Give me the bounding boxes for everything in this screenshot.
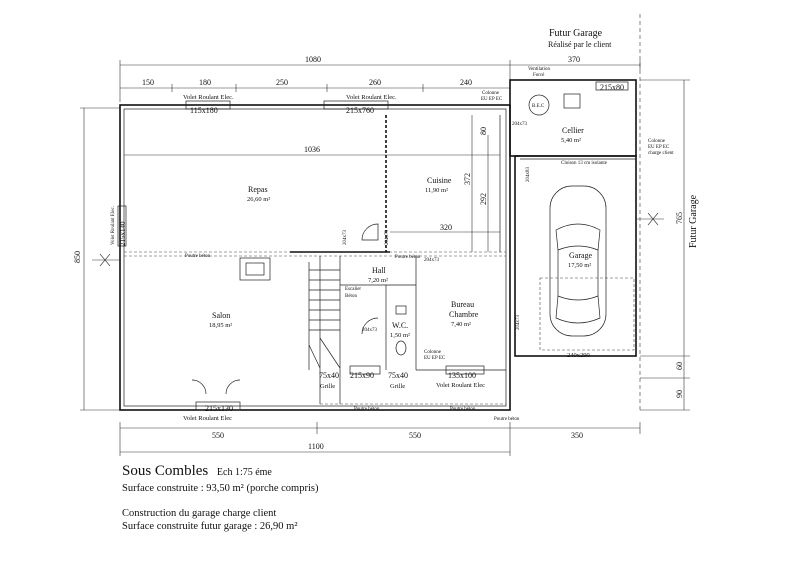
dim-top-seg-5: 240 [460,78,472,87]
footer-garage-note: Construction du garage charge client [122,508,277,519]
label-poutre-1: Poutre béton [185,254,211,259]
label-volet-2: Volet Roulant Elec. [346,94,397,101]
dim-inner-80: 80 [479,127,488,135]
label-cloison: Cloison 13 cm isolante [561,161,608,166]
dim-top-seg-4: 260 [369,78,381,87]
label-ventilation: Ventilation [528,67,550,72]
label-window-bottom-1: 215x130 [205,404,233,413]
label-door-204-7: 204x73 [516,315,521,331]
dim-inner-320: 320 [440,223,452,232]
dim-right-height: 765 [675,212,684,224]
label-volet-left: Volet Roulant Elec. [111,206,116,245]
label-colonne-3c: charge client [648,151,674,156]
label-poutre-3: Poutre béton [354,407,380,412]
label-door-204-2: 204x73 [343,230,348,246]
footer-title: Sous Combles [122,463,209,479]
room-name-2: Chambre [449,310,479,319]
label-door-204-6: 204x73 [362,328,378,333]
room-salon: Salon 18,95 m² [209,311,232,329]
side-label: Futur Garage [688,194,699,248]
dim-bottom-seg-3: 350 [571,431,583,440]
room-name: Cuisine [427,176,452,185]
room-name: W.C. [392,321,408,330]
dim-top-right: 370 [568,55,580,64]
room-area: 17,50 m² [568,262,591,269]
room-area: 11,90 m² [425,187,448,194]
label-poutre-2: Poutre béton [395,255,421,260]
label-door-204-1: 204x73 [512,122,528,127]
dim-top-total: 1080 [305,55,321,64]
label-bec: B.E.C [532,104,545,109]
footer-garage-surface: Surface construite futur garage : 26,90 … [122,521,298,532]
label-colonne-3b: EU EP EC [648,145,670,150]
room-name: Salon [212,311,230,320]
label-window-bottom-2: 215x90 [350,371,374,380]
dim-inner-1036: 1036 [304,145,320,154]
label-colonne-1b: EU EP EC [481,97,503,102]
label-volet-bottom-2: Volet Roulant Elec [436,382,485,389]
dim-bottom-seg-1: 550 [212,431,224,440]
label-poutre-4: Poutre béton [450,407,476,412]
label-window-top-1: 115x180 [190,106,218,115]
room-repas: Repas 26,60 m² [247,185,270,203]
footer-scale: Ech 1:75 éme [216,467,272,478]
dim-top-seg-3: 250 [276,78,288,87]
label-ventilation-2: Forcé [533,73,545,78]
room-area: 7,40 m² [451,321,471,328]
room-name: Repas [248,185,268,194]
room-garage: Garage 17,50 m² [568,251,593,269]
label-escalier-2: Béton [345,294,357,299]
room-wc: W.C. 1,50 m² [390,321,410,339]
label-colonne-2: Colonne [424,350,442,355]
room-area: 1,50 m² [390,332,410,339]
label-colonne-2b: EU EP EC [424,356,446,361]
garage-title: Futur Garage [549,28,603,39]
staircase [308,262,341,370]
dim-right-small-2: 90 [675,390,684,398]
room-area: 18,95 m² [209,322,232,329]
footer-surface: Surface construite : 93,50 m² (porche co… [122,483,319,494]
label-window-left: 215x140 [119,221,127,246]
label-door-204-4: 204x73 [424,258,440,263]
room-cellier: Cellier 5,40 m² [561,126,584,144]
label-colonne-1: Colonne [482,91,500,96]
label-garage-door: 240x290 [567,352,590,359]
dim-inner-292: 292 [479,193,488,205]
room-cuisine: Cuisine 11,90 m² [425,176,452,194]
label-window-bottom-3: 75x40 [319,371,339,380]
car-outline [549,185,607,337]
room-name: Bureau [451,300,474,309]
label-door-204-3: 204x73 [385,230,390,246]
label-door-204-5: 204x83 [526,167,531,183]
dim-top-seg-1: 150 [142,78,154,87]
dim-left-height: 850 [73,251,82,263]
room-name: Hall [372,266,387,275]
room-area: 26,60 m² [247,196,270,203]
room-area: 7,20 m² [368,277,388,284]
label-volet-1: Volet Roulant Elec. [183,94,234,101]
label-window-top-2: 215x760 [346,106,374,115]
room-name: Cellier [562,126,584,135]
label-colonne-3: Colonne [648,139,666,144]
label-grille-1: Grille [320,383,335,390]
dim-bottom-seg-2: 550 [409,431,421,440]
house-outer-wall [119,104,511,411]
label-poutre-5: Poutre béton [494,417,520,422]
dim-right-small-1: 60 [675,362,684,370]
room-hall: Hall 7,20 m² [368,266,388,284]
label-escalier: Escalier [345,287,361,292]
room-name: Garage [569,251,593,260]
room-area: 5,40 m² [561,137,581,144]
garage-subtitle: Réalisé par le client [548,40,612,49]
label-window-bottom-5: 135x100 [448,371,476,380]
room-bureau: Bureau Chambre 7,40 m² [449,300,479,328]
label-volet-bottom-1: Volet Roulant Elec [183,415,232,422]
dim-bottom-total: 1100 [308,442,324,451]
label-window-cellier: 215x80 [600,83,624,92]
label-grille-2: Grille [390,383,405,390]
dim-top-seg-2: 180 [199,78,211,87]
dim-inner-372: 372 [463,173,472,185]
label-window-bottom-4: 75x40 [388,371,408,380]
